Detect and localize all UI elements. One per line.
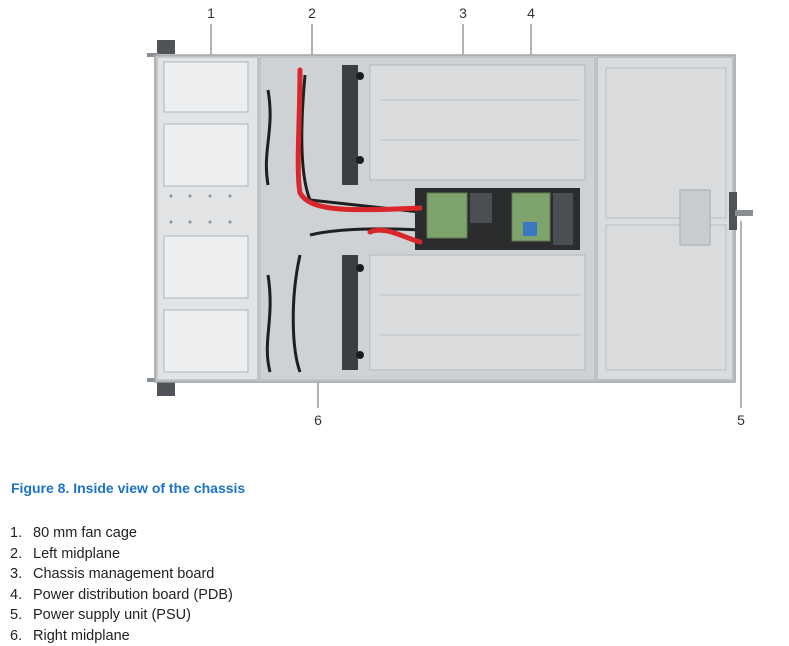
- chassis-illustration: [0, 0, 789, 440]
- legend-number: 2.: [10, 544, 33, 565]
- legend-item: 1.80 mm fan cage: [10, 523, 233, 544]
- legend-label: Power distribution board (PDB): [33, 587, 233, 603]
- legend-item: 4.Power distribution board (PDB): [10, 585, 233, 606]
- legend-item: 2.Left midplane: [10, 544, 233, 565]
- legend-label: Left midplane: [33, 546, 120, 562]
- legend-list: 1.80 mm fan cage 2.Left midplane 3.Chass…: [10, 523, 233, 646]
- legend-number: 5.: [10, 605, 33, 626]
- legend-number: 3.: [10, 564, 33, 585]
- legend-number: 4.: [10, 585, 33, 606]
- legend-number: 1.: [10, 523, 33, 544]
- figure-caption: Figure 8. Inside view of the chassis: [11, 480, 245, 496]
- legend-label: Chassis management board: [33, 566, 214, 582]
- legend-label: 80 mm fan cage: [33, 525, 137, 541]
- legend-item: 6.Right midplane: [10, 626, 233, 646]
- legend-number: 6.: [10, 626, 33, 646]
- legend-item: 5.Power supply unit (PSU): [10, 605, 233, 626]
- legend-label: Right midplane: [33, 628, 130, 644]
- legend-item: 3.Chassis management board: [10, 564, 233, 585]
- legend-label: Power supply unit (PSU): [33, 607, 191, 623]
